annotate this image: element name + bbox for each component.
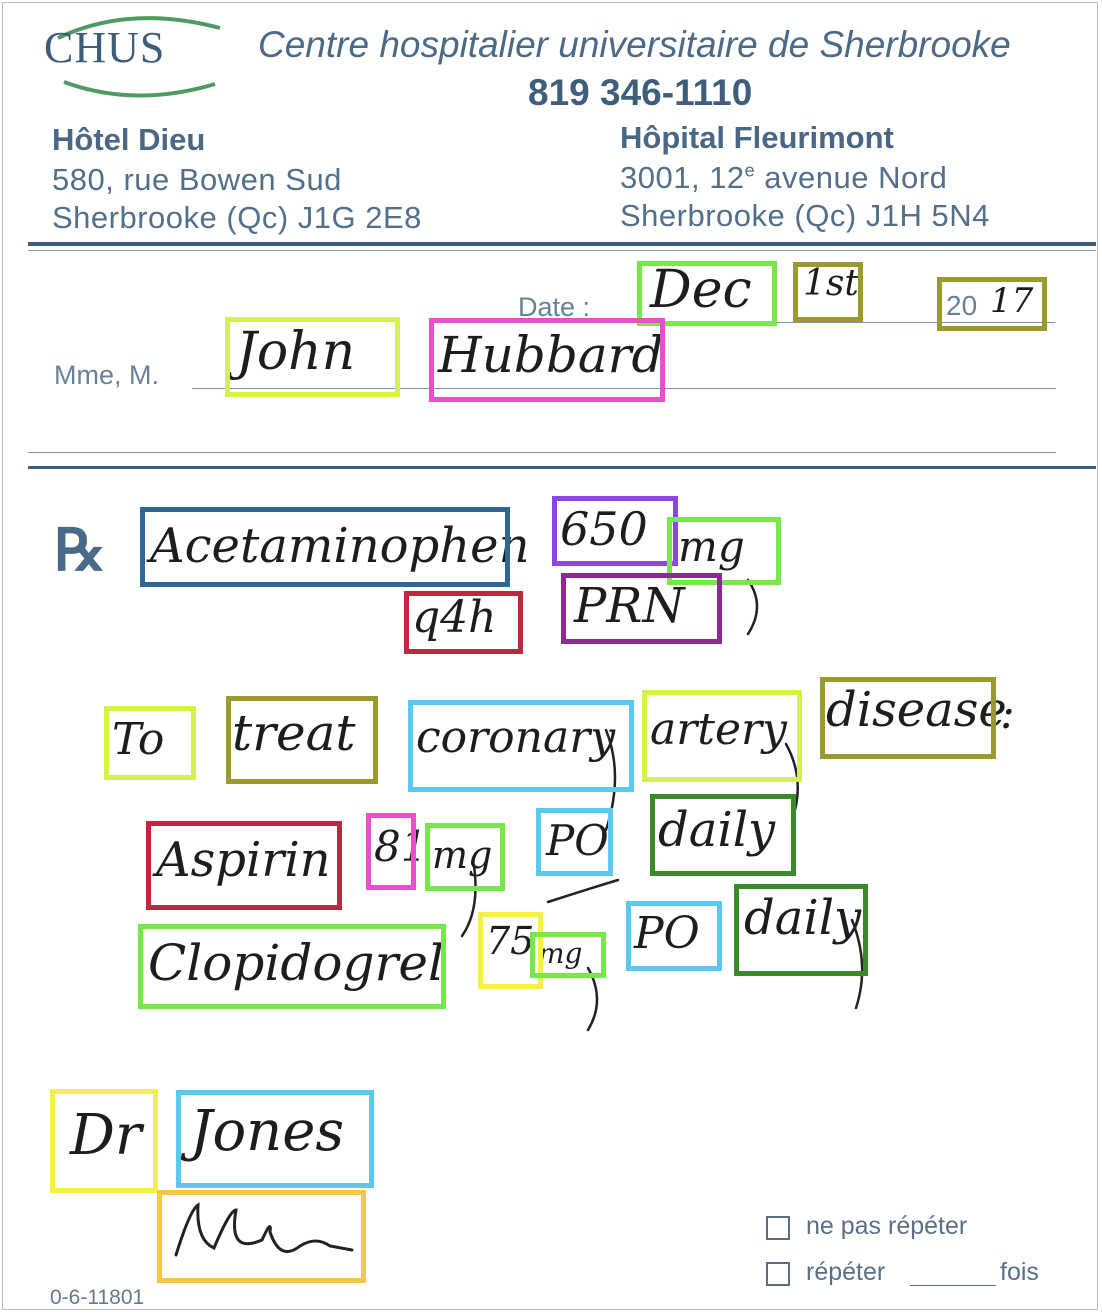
box-dose-650 <box>552 496 678 566</box>
box-daily-2 <box>734 884 868 976</box>
frequency-daily-1: daily <box>658 802 776 858</box>
blank-line <box>28 452 1056 453</box>
doctor-name: Jones <box>190 1099 345 1164</box>
box-dose-81 <box>366 813 416 890</box>
word-to: To <box>112 714 165 765</box>
frequency-q4h: q4h <box>412 592 497 643</box>
unit-mg-1: mg <box>678 522 745 571</box>
word-coronary: coronary <box>416 712 616 763</box>
repeat-label: répéter <box>806 1258 886 1286</box>
box-date-day <box>793 262 863 322</box>
date-line <box>615 322 1055 323</box>
frequency-daily-2: daily <box>744 890 862 946</box>
colon: : <box>1000 688 1015 739</box>
box-unit-mg-1 <box>667 517 781 585</box>
box-daily-1 <box>650 794 796 876</box>
word-disease: disease <box>826 682 1007 738</box>
box-aspirin <box>146 821 342 910</box>
header-rule-thin <box>28 250 1096 251</box>
form-code: 0-6-11801 <box>50 1286 145 1309</box>
site-left-address: 580, rue Bowen Sud <box>52 162 342 197</box>
box-coronary <box>408 700 634 792</box>
box-clopidogrel <box>138 924 446 1009</box>
date-year-suffix: 17 <box>990 281 1034 321</box>
box-date-month <box>637 261 777 326</box>
unit-mg-3: mg <box>538 937 583 970</box>
box-acetaminophen <box>140 507 510 587</box>
signature-scribble <box>174 1202 354 1257</box>
box-signature <box>157 1190 366 1283</box>
date-year-prefix: 20 <box>946 290 978 321</box>
prn: PRN <box>574 578 685 634</box>
box-last-name <box>429 318 665 402</box>
site-right-city: Sherbrooke (Qc) J1H 5N4 <box>620 198 990 233</box>
logo-swoosh <box>57 16 221 98</box>
no-repeat-label: ne pas répéter <box>806 1212 968 1240</box>
drug-aspirin: Aspirin <box>156 832 331 888</box>
word-artery: artery <box>650 704 787 755</box>
route-po-2: PO <box>634 908 700 959</box>
date-day: 1st <box>803 263 859 304</box>
box-jones <box>176 1090 374 1188</box>
no-repeat-checkbox[interactable] <box>766 1216 790 1240</box>
repeat-count-line <box>910 1285 996 1286</box>
name-label: Mme, M. <box>54 360 159 390</box>
box-to <box>104 706 196 780</box>
date-month: Dec <box>650 260 752 320</box>
box-disease <box>820 677 996 759</box>
site-left-city: Sherbrooke (Qc) J1G 2E8 <box>52 200 422 235</box>
patient-first-name: John <box>236 322 356 382</box>
box-q4h <box>404 591 523 654</box>
box-unit-mg-3 <box>530 932 606 978</box>
phone-number: 819 346-1110 <box>528 72 753 113</box>
patient-last-name: Hubbard <box>438 326 664 384</box>
patient-rule <box>28 466 1096 469</box>
logo: CHUS <box>44 23 166 72</box>
repeat-checkbox[interactable] <box>766 1262 790 1286</box>
doctor-title: Dr <box>70 1103 142 1168</box>
site-left-name: Hôtel Dieu <box>52 122 206 157</box>
box-po-2 <box>626 901 722 971</box>
site-right-name: Hôpital Fleurimont <box>620 120 894 155</box>
rx-symbol: ℞ <box>54 518 106 583</box>
dose-75: 75 <box>486 919 535 963</box>
route-po-1: PO <box>546 816 609 865</box>
box-dr <box>50 1089 158 1193</box>
hospital-name: Centre hospitalier universitaire de Sher… <box>258 24 1011 65</box>
box-artery <box>642 690 802 782</box>
drug-clopidogrel: Clopidogrel <box>148 934 444 992</box>
box-date-year <box>937 277 1047 331</box>
date-label: Date : <box>518 292 591 322</box>
word-treat: treat <box>232 704 356 762</box>
name-line <box>192 388 1056 389</box>
dose-81: 81 <box>374 822 428 871</box>
box-dose-75 <box>478 912 543 989</box>
box-treat <box>226 696 378 784</box>
box-prn <box>561 573 722 644</box>
dose-650: 650 <box>560 502 648 556</box>
box-unit-mg-2 <box>425 823 505 891</box>
repeat-times-label: fois <box>1000 1258 1039 1286</box>
box-first-name <box>225 317 400 397</box>
unit-mg-2: mg <box>432 833 493 877</box>
site-right-address: 3001, 12e avenue Nord <box>620 160 948 195</box>
header-rule <box>28 242 1096 246</box>
box-po-1 <box>536 808 613 876</box>
drug-acetaminophen: Acetaminophen <box>150 518 530 574</box>
